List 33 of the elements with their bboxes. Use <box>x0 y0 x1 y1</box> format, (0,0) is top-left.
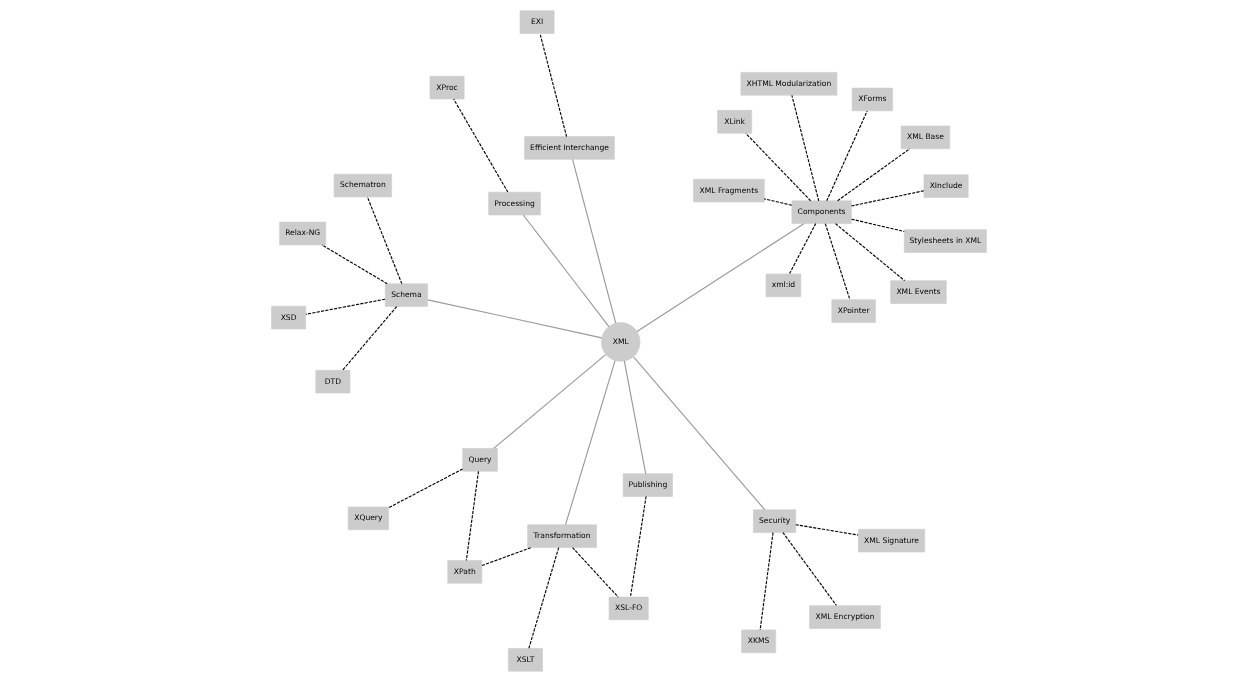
connector <box>834 223 906 282</box>
connector <box>791 94 820 202</box>
connector <box>321 244 388 285</box>
connector <box>826 110 868 202</box>
connector <box>745 132 812 202</box>
connector <box>633 356 766 511</box>
connector <box>572 547 619 598</box>
connector <box>481 547 532 567</box>
connector <box>493 354 607 449</box>
connector <box>388 468 464 509</box>
connector <box>851 218 905 233</box>
connector <box>564 360 616 526</box>
connector <box>763 198 793 206</box>
connector <box>788 223 817 275</box>
connector <box>427 299 603 339</box>
connector <box>453 98 509 193</box>
connector <box>305 298 386 315</box>
connector <box>623 360 647 475</box>
connector <box>465 470 480 561</box>
connector <box>759 532 774 631</box>
connector <box>342 306 398 371</box>
connector <box>522 214 610 328</box>
connector <box>795 524 859 536</box>
connector <box>824 223 851 301</box>
connector <box>539 33 568 138</box>
connector <box>782 531 837 606</box>
connector <box>636 223 805 333</box>
connector <box>837 148 911 202</box>
connector <box>629 495 647 598</box>
connector <box>366 196 403 285</box>
connector <box>850 190 925 207</box>
connector <box>528 547 560 650</box>
connector <box>571 158 617 324</box>
